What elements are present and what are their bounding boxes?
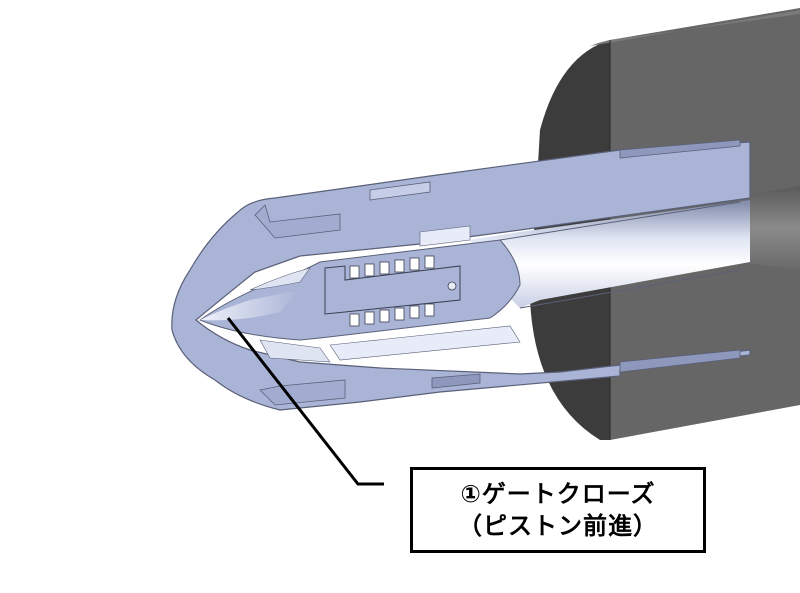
- callout-leader-line: [226, 317, 384, 486]
- callout-line-2: （ピストン前進）: [458, 512, 658, 540]
- valve-pin-rear: [735, 186, 800, 270]
- valve-tip-assembly: [198, 225, 521, 363]
- callout-line-1: ①ゲートクローズ: [460, 480, 656, 508]
- nozzle-body: [171, 139, 751, 411]
- spring-coils-top: [349, 255, 435, 279]
- callout-label-box: ①ゲートクローズ （ピストン前進）: [410, 467, 706, 553]
- melt-channel-bore: [470, 200, 750, 309]
- spring-coils-bottom: [349, 303, 435, 327]
